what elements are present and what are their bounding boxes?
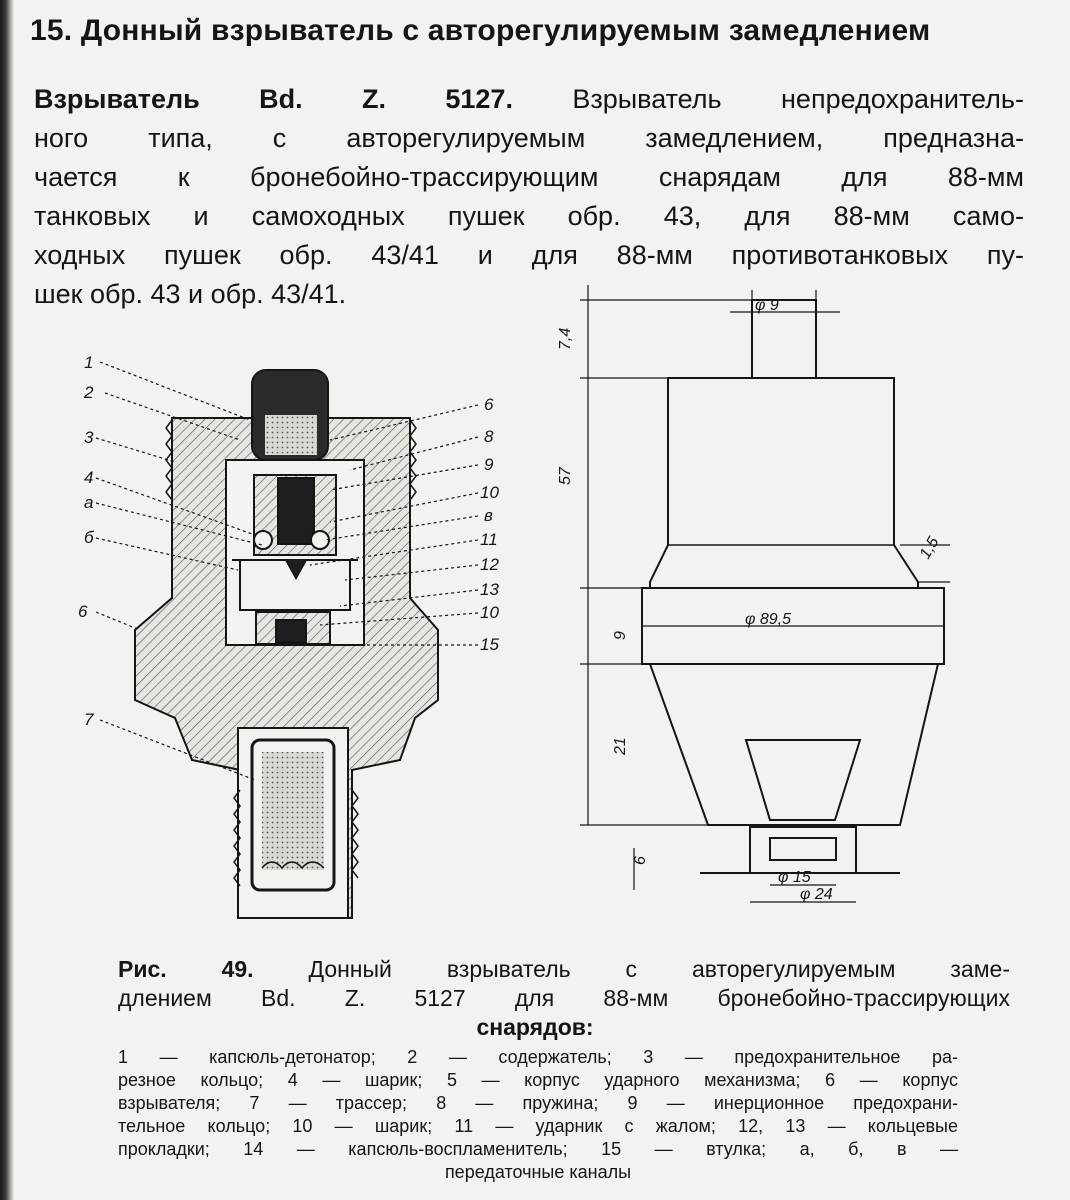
callout-9: 9 bbox=[484, 455, 494, 474]
callout-15: 15 bbox=[480, 635, 499, 654]
callout-6-left: 6 bbox=[78, 602, 88, 621]
caption-line-2: длением Bd. Z. 5127 для 88-мм бронебойно… bbox=[118, 985, 1010, 1011]
fuze-section-view bbox=[95, 361, 479, 919]
callout-10-lower: 10 bbox=[480, 603, 499, 622]
legend-line-2: резное кольцо; 4 — шарик; 5 — корпус уда… bbox=[118, 1070, 958, 1090]
section-heading: 15. Донный взрыватель с авторегулируемым… bbox=[30, 14, 931, 47]
callout-11: 11 bbox=[480, 530, 498, 549]
outline-base bbox=[749, 826, 857, 874]
fuze-designation: Взрыватель Bd. Z. 5127. bbox=[34, 84, 513, 114]
callout-6-right: 6 bbox=[484, 395, 494, 414]
section-callouts-left: 1 2 3 4 а б 6 7 bbox=[78, 353, 95, 729]
fuze-outline-view bbox=[580, 285, 950, 903]
callout-a: а bbox=[84, 493, 93, 512]
dim-flange-diameter: φ 89,5 bbox=[745, 611, 791, 628]
outline-lower-cone bbox=[648, 663, 940, 826]
outline-tracer-cone bbox=[744, 739, 862, 821]
intro-line-6: шек обр. 43 и обр. 43/41. bbox=[34, 279, 347, 309]
ball-left bbox=[253, 530, 273, 550]
callout-1: 1 bbox=[84, 353, 93, 372]
legend-line-3: взрывателя; 7 — трассер; 8 — пружина; 9 … bbox=[118, 1093, 958, 1113]
dim-top-diameter: φ 9 bbox=[755, 297, 779, 314]
outline-dimension-labels: φ 9 7,4 57 1,5 9 φ 89,5 21 6 φ 15 φ 24 bbox=[557, 297, 943, 903]
dim-body-height: 57 bbox=[557, 466, 574, 485]
scan-edge-shadow bbox=[0, 0, 14, 1200]
legend-line-5: прокладки; 14 — капсюль-воспламенитель; … bbox=[118, 1139, 958, 1159]
intro-paragraph: Взрыватель Bd. Z. 5127. Взрыватель непре… bbox=[34, 80, 1024, 314]
firing-pin bbox=[285, 559, 307, 581]
callout-b: б bbox=[84, 528, 95, 547]
ball-right bbox=[310, 530, 330, 550]
dim-flange-height: 9 bbox=[612, 631, 629, 640]
callout-13: 13 bbox=[480, 580, 499, 599]
intro-line-2: ного типа, с авторегулируемым замедление… bbox=[34, 123, 1024, 153]
callout-3: 3 bbox=[84, 428, 94, 447]
dim-cone-height: 21 bbox=[612, 737, 629, 756]
callout-v: в bbox=[484, 506, 493, 525]
callout-7: 7 bbox=[84, 710, 94, 729]
outline-upper-body bbox=[649, 377, 919, 589]
figure-legend: 1 — капсюль-детонатор; 2 — содержатель; … bbox=[118, 1046, 958, 1184]
caption-line-3: снарядов: bbox=[476, 1014, 594, 1040]
callout-2: 2 bbox=[83, 383, 94, 402]
dim-base-height: 6 bbox=[632, 856, 649, 865]
dim-chamfer: 1,5 bbox=[917, 534, 943, 562]
dim-top-height: 7,4 bbox=[557, 328, 574, 350]
intro-line-5: ходных пушек обр. 43/41 и для 88-мм прот… bbox=[34, 240, 1024, 270]
legend-line-1: 1 — капсюль-детонатор; 2 — содержатель; … bbox=[118, 1047, 958, 1067]
callout-4: 4 bbox=[84, 468, 93, 487]
figure-number: Рис. 49. bbox=[118, 956, 254, 982]
section-callouts-right: 6 8 9 10 в 11 12 13 10 15 bbox=[480, 395, 499, 654]
figure-49-drawing: 1 2 3 4 а б 6 7 6 8 9 10 в 11 12 13 10 1… bbox=[78, 285, 950, 919]
callout-8: 8 bbox=[484, 427, 494, 446]
dim-base-inner-diameter: φ 15 bbox=[778, 869, 811, 886]
intro-line-1: Взрыватель Bd. Z. 5127. Взрыватель непре… bbox=[34, 84, 1024, 114]
callout-12: 12 bbox=[480, 555, 499, 574]
legend-line-6: передаточные каналы bbox=[444, 1162, 632, 1182]
legend-line-4: тельное кольцо; 10 — шарик; 11 — ударник… bbox=[118, 1116, 958, 1136]
dim-base-outer-diameter: φ 24 bbox=[800, 886, 833, 903]
figure-caption: Рис. 49. Донный взрыватель с авторегулир… bbox=[60, 955, 1010, 1042]
intro-line-3: чается к бронебойно-трассирующим снаряда… bbox=[34, 162, 1024, 192]
intro-line-4: танковых и самоходных пушек обр. 43, для… bbox=[34, 201, 1024, 231]
callout-10: 10 bbox=[480, 483, 499, 502]
caption-line-1: Рис. 49. Донный взрыватель с авторегулир… bbox=[118, 956, 1010, 982]
